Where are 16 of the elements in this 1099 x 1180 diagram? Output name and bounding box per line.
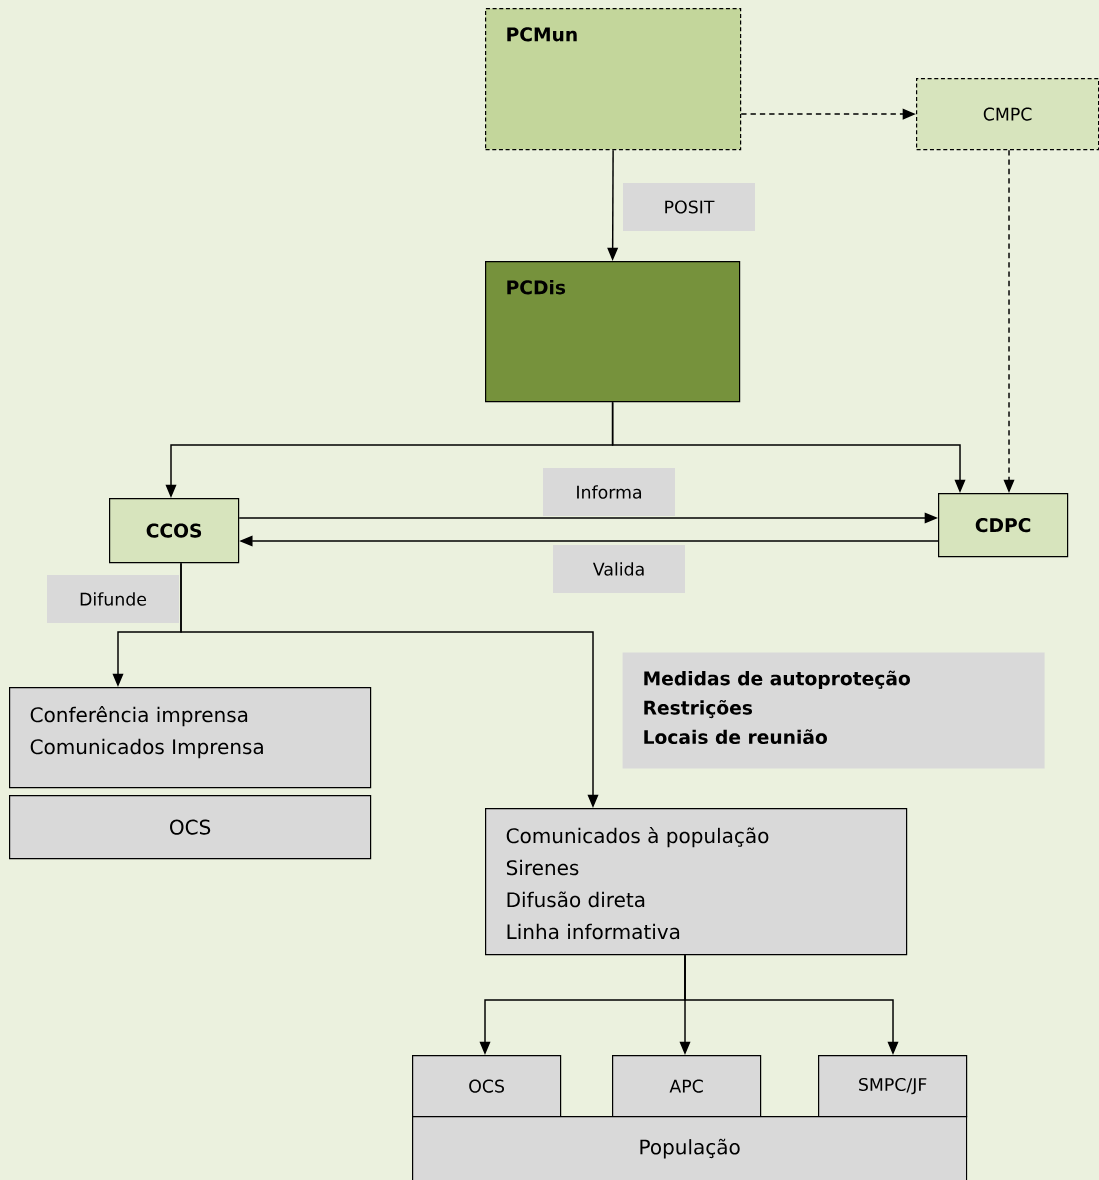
note-box: Medidas de autoproteção Restrições Locais de reunião (622, 652, 1045, 769)
group-box: CMPC (916, 78, 1099, 151)
edge-label: Difunde (47, 575, 179, 623)
target-box: SMPC/JF (818, 1055, 968, 1118)
edge-label: Informa (543, 468, 675, 516)
list-box: Conferência imprensa Comunicados Imprensa (9, 687, 372, 789)
process-box: CDPC (938, 493, 1069, 558)
group-box: PCDis (485, 261, 741, 403)
target-box: OCS (412, 1055, 562, 1118)
group-box: PCMun (485, 8, 742, 151)
edge-label: Valida (553, 545, 685, 593)
list-box: Comunicados à população Sirenes Difusão direta Linha informativa (485, 808, 908, 956)
target-box: OCS (9, 795, 372, 860)
edge-label: POSIT (623, 183, 755, 231)
process-box: CCOS (109, 498, 240, 564)
target-box: APC (612, 1055, 762, 1118)
